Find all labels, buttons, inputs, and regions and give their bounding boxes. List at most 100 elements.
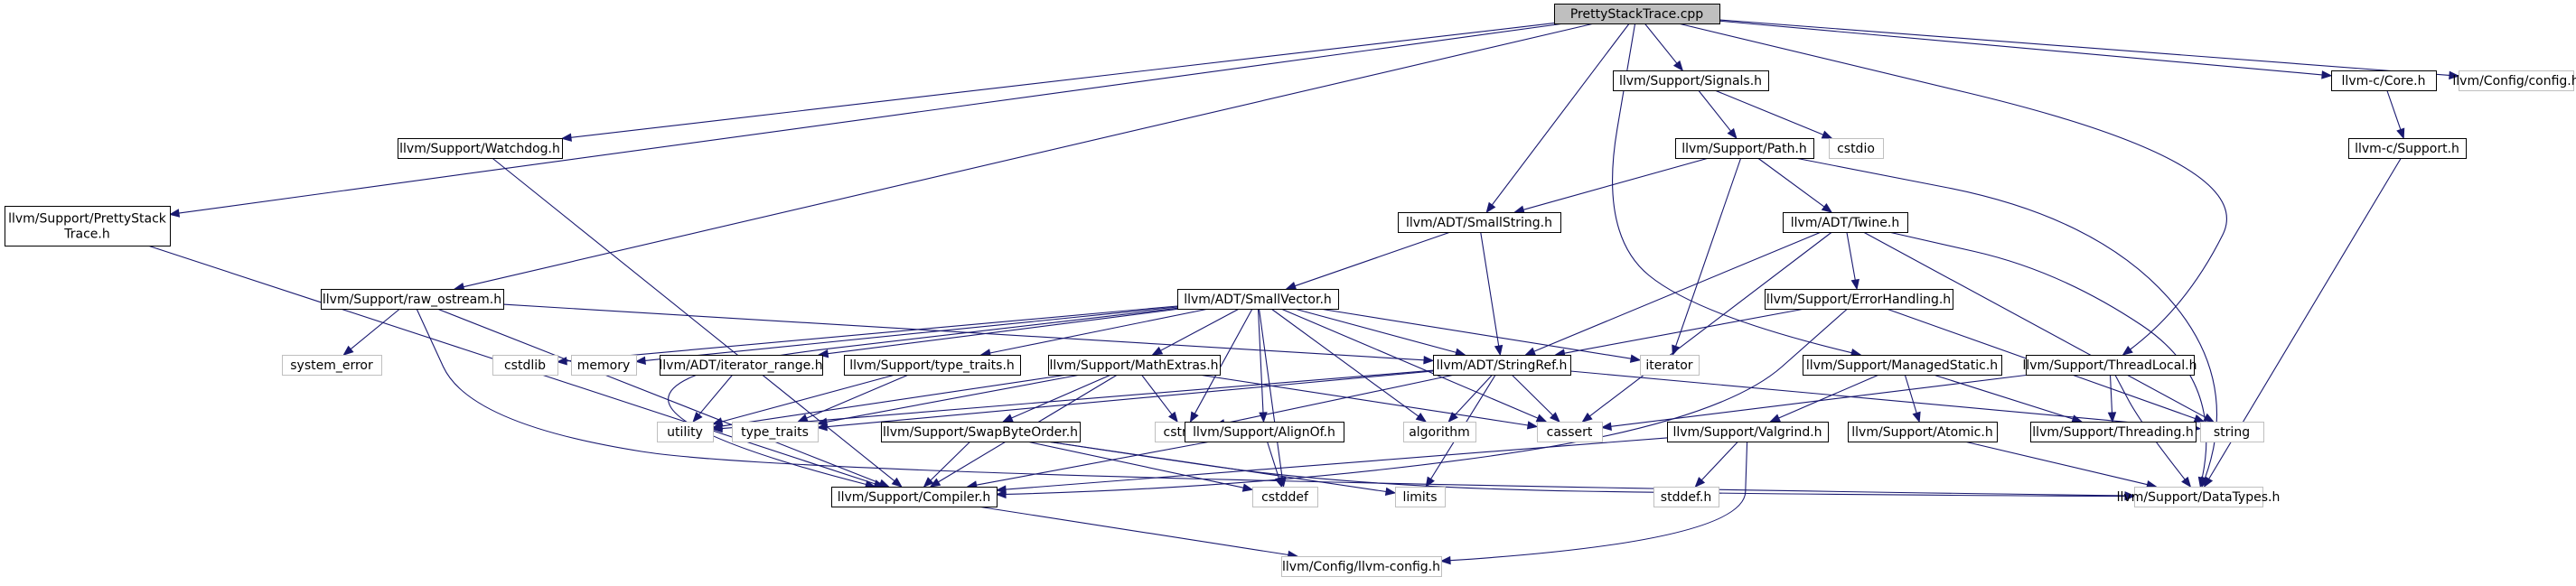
node-label: llvm/Support/ManagedStatic.h [1806,358,1998,373]
edge-line [1612,23,1852,354]
node-llvm-c-core-h[interactable]: llvm-c/Core.h [2331,70,2437,91]
node-llvm-support-threading-h[interactable]: llvm/Support/Threading.h [2030,422,2197,442]
edge-line [828,308,1180,355]
node-label: llvm/ADT/StringRef.h [1437,358,1568,373]
edge-line [1194,308,1253,414]
node-box [571,355,637,376]
edge-line [502,303,1425,361]
edge-n12-to-n15 [556,305,1178,366]
edge-line [1533,231,1822,352]
edge-arrowhead [1524,347,1536,356]
node-llvm-support-mathextras-h[interactable]: llvm/Support/MathExtras.h [1048,355,1221,376]
node-llvm-support-managedstatic-h[interactable]: llvm/Support/ManagedStatic.h [1803,355,2002,376]
edge-n26-to-n35 [923,441,971,488]
node-llvm-adt-iterator-range-h[interactable]: llvm/ADT/iterator_range.h [659,355,823,376]
node-box [1281,556,1442,577]
node-llvm-support-path-h[interactable]: llvm/Support/Path.h [1675,138,1814,159]
node-label: llvm/Support/Compiler.h [838,490,991,505]
edges-layer [147,19,2460,565]
edge-n26-to-n39 [1046,441,2136,501]
node-llvm-support-compiler-h[interactable]: llvm/Support/Compiler.h [831,487,998,507]
node-llvm-adt-stringref-h[interactable]: llvm/ADT/StringRef.h [1433,355,1571,376]
node-system-error: system_error [282,355,382,376]
edge-line [1698,89,1732,132]
edge-line [1564,308,1805,354]
node-llvm-support-threadlocal-h[interactable]: llvm/Support/ThreadLocal.h [2022,355,2197,376]
edge-arrowhead [1415,413,1428,423]
node-llvm-adt-smallstring-h[interactable]: llvm/ADT/SmallString.h [1398,212,1561,233]
edge-n19-to-n27 [1140,374,1178,423]
edge-line [463,23,1595,288]
node-llvm-support-atomic-h[interactable]: llvm/Support/Atomic.h [1848,422,1998,442]
node-box [321,289,504,310]
node-label: iterator [1645,358,1692,373]
edge-n10-to-n13 [1846,231,1859,291]
edge-line [1454,374,1494,416]
node-llvm-support-alignof-h[interactable]: llvm/Support/AlignOf.h [1185,422,1344,442]
node-llvm-c-support-h[interactable]: llvm-c/Support.h [2348,138,2467,159]
node-box [831,487,998,507]
node-label: memory [577,358,631,373]
edge-line [1678,23,2227,350]
edge-n12-to-n30 [1280,308,1548,423]
edge-arrowhead [1439,555,1451,565]
node-llvm-adt-twine-h[interactable]: llvm/ADT/Twine.h [1783,212,1908,233]
node-label: llvm/Support/PrettyStack [8,212,167,227]
edge-n1-to-n6 [1714,89,1833,139]
edge-n28-to-n36 [1266,441,1283,488]
edge-n11-to-n14 [342,308,400,356]
edge-line [1491,23,1630,206]
node-llvm-support-type-traits-h[interactable]: llvm/Support/type_traits.h [844,355,1021,376]
node-box [1398,212,1561,233]
node-label: type_traits [741,425,809,440]
node-label: PrettyStackTrace.cpp [1570,7,1703,22]
node-llvm-support-watchdog-h[interactable]: llvm/Support/Watchdog.h [398,138,563,159]
edge-line [989,308,1209,354]
node-box [2134,487,2263,507]
edge-arrowhead [1821,203,1833,213]
edge-n26-to-n36 [1026,441,1254,492]
edge-line [1140,374,1173,415]
node-box [732,422,819,442]
edge-arrowhead [2124,491,2136,501]
node-llvm-adt-smallvector-h[interactable]: llvm/ADT/SmallVector.h [1177,289,1339,310]
node-cstdlib: cstdlib [492,355,558,376]
edge-n20-to-n25 [816,370,1434,432]
node-cassert: cassert [1537,422,1603,442]
node-label: llvm-c/Core.h [2342,74,2426,88]
edge-line [1863,231,2206,418]
edge-arrowhead [1821,130,1833,139]
node-stddef-h: stddef.h [1653,487,1719,507]
edge-line [1794,157,2218,479]
node-type-traits: type_traits [732,422,819,442]
edge-n0-to-n8 [168,23,1565,218]
edge-n12-to-n20 [1294,308,1466,357]
edge-n19-to-n30 [1198,374,1539,430]
edge-arrowhead [692,411,703,423]
node-llvm-support-signals-h[interactable]: llvm/Support/Signals.h [1613,70,1769,91]
node-box [657,422,714,442]
node-box [492,355,558,376]
edge-arrowhead [1494,344,1503,357]
edge-arrowhead [1384,487,1397,497]
node-llvm-support-swapbyteorder-h[interactable]: llvm/Support/SwapByteOrder.h [881,422,1081,442]
node-label: llvm/Support/MathExtras.h [1049,358,1218,373]
edge-n5-to-n10 [1757,157,1833,213]
edge-arrowhead [1694,477,1706,488]
node-llvm-support-raw-ostream-h[interactable]: llvm/Support/raw_ostream.h [321,289,504,310]
node-llvm-support-errorhandling-h[interactable]: llvm/Support/ErrorHandling.h [1765,289,1953,310]
edge-line [1005,308,1848,495]
node-prettystacktrace-cpp[interactable]: PrettyStackTrace.cpp [1554,4,1720,24]
node-llvm-support-prettystack-trace-h[interactable]: llvm/Support/PrettyStackTrace.h [5,206,171,246]
edge-line [1522,157,1710,210]
node-label: cassert [1547,425,1593,440]
node-box [1653,487,1719,507]
edge-arrowhead [1189,411,1199,423]
node-llvm-support-valgrind-h[interactable]: llvm/Support/Valgrind.h [1667,422,1829,442]
edge-n10-to-n39 [1888,231,2207,488]
node-box [1177,289,1339,310]
edge-arrowhead [1151,346,1164,356]
edge-arrowhead [2181,476,2192,488]
edge-arrowhead [560,133,572,142]
edge-n20-to-n24 [711,369,1434,433]
